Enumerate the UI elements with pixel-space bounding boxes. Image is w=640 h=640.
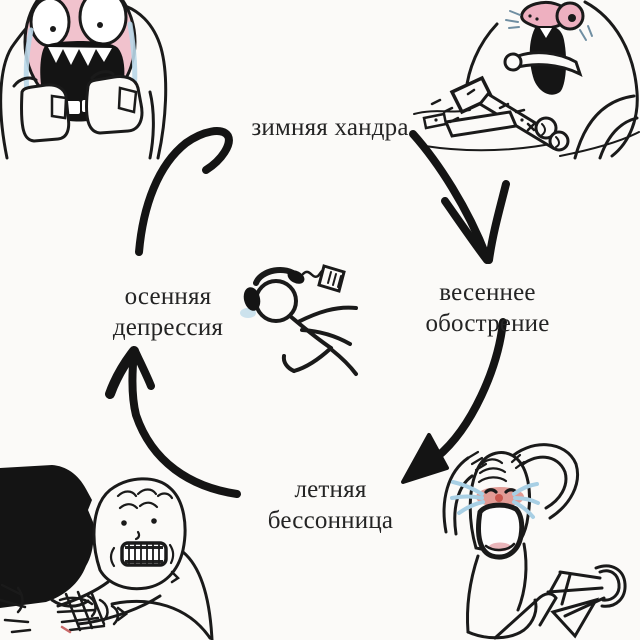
smashed-board [443, 110, 519, 138]
label-spring-line2: обострение [425, 310, 550, 337]
label-summer-line1: летняя [294, 476, 367, 503]
hammer-smash-figure [413, 0, 640, 160]
arrow-spring-to-summer [401, 318, 507, 484]
arrow-winter-to-spring [409, 130, 510, 264]
head-clutching-crying-figure [442, 443, 627, 640]
gritted-teeth [120, 541, 168, 567]
crying-fists-figure [0, 0, 168, 160]
fallen-stool-icon [546, 564, 627, 618]
dark-hair-figure [0, 465, 94, 608]
label-winter-line1: зимняя хандра [251, 114, 409, 141]
label-autumn-depression: осенняя депрессия [88, 281, 248, 343]
label-summer-insomnia: летняя бессонница [248, 474, 413, 536]
tear-spray [450, 480, 540, 519]
label-winter-blues: зимняя хандра [215, 112, 445, 143]
label-autumn-line1: осенняя [124, 283, 212, 310]
label-autumn-line2: депрессия [112, 314, 224, 341]
strangling-figure [0, 465, 214, 640]
music-listener-figure [240, 264, 358, 376]
music-player-icon [317, 264, 346, 293]
arrow-autumn-to-winter [135, 127, 233, 256]
label-summer-line2: бессонница [267, 507, 394, 534]
grabbing-hands [56, 570, 180, 632]
wailing-mouth [476, 502, 525, 560]
headphones-icon [243, 266, 305, 311]
left-eye [29, 0, 71, 48]
arrow-summer-to-autumn [105, 346, 241, 498]
right-eye [78, 0, 128, 46]
debris [430, 88, 536, 132]
label-spring-flareup: весеннее обострение [405, 277, 570, 339]
label-spring-line1: весеннее [439, 279, 536, 306]
